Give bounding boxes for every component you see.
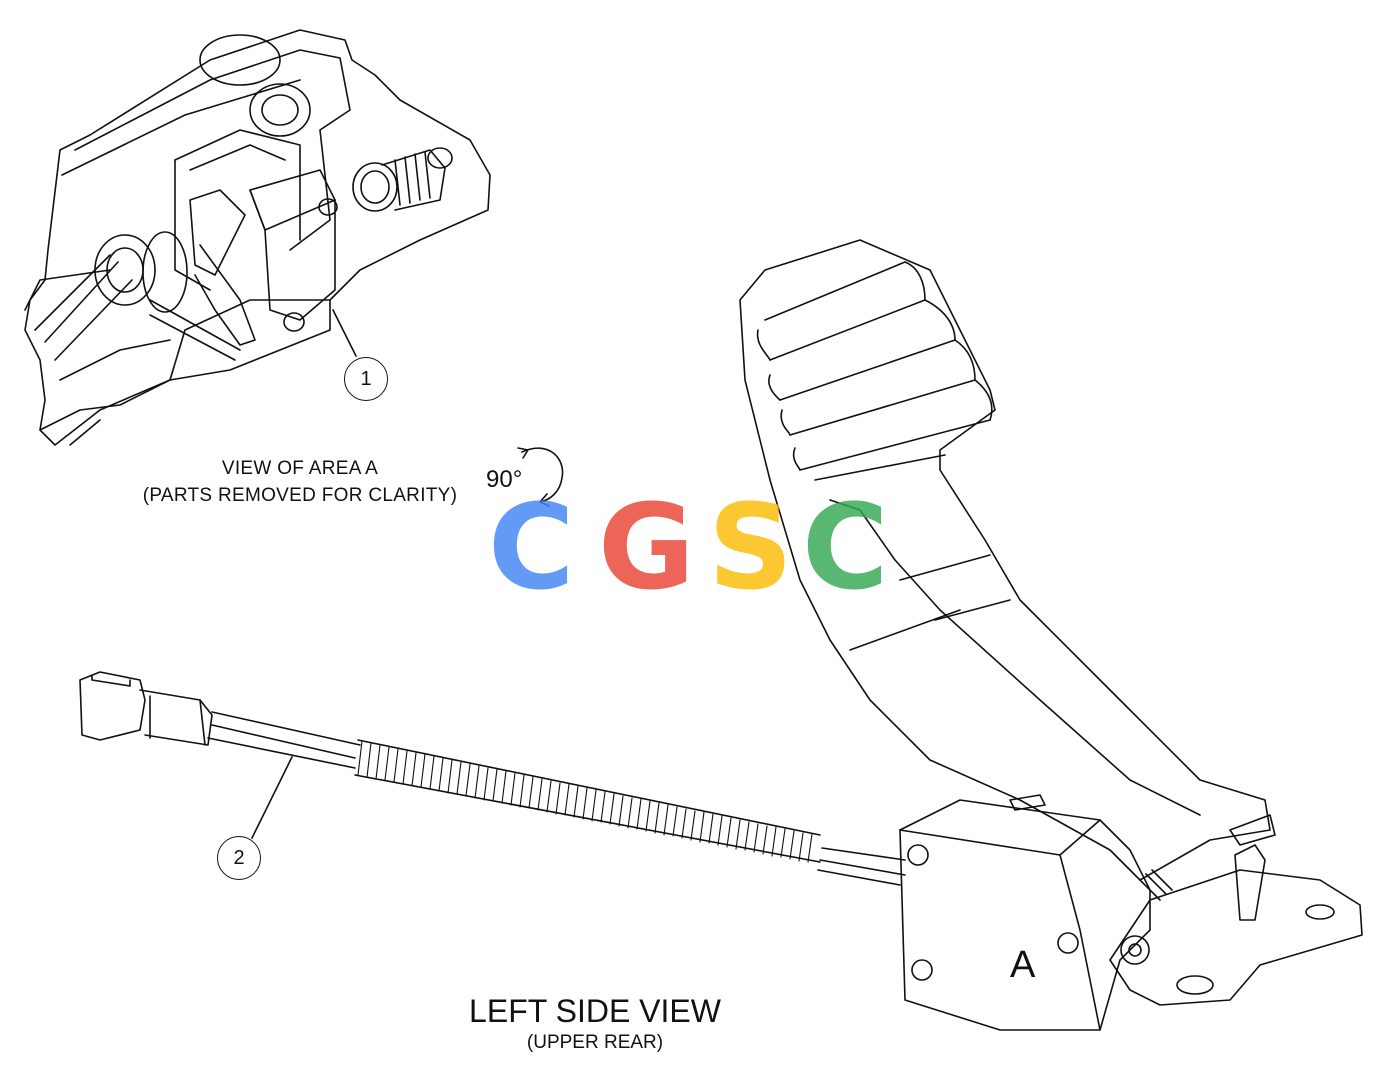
detail-view-assembly [24, 29, 491, 446]
detail-view-caption: VIEW OF AREA A (PARTS REMOVED FOR CLARIT… [60, 455, 540, 509]
callout-2: 2 [217, 836, 261, 880]
watermark-letter-c1: C [488, 478, 575, 616]
pedal-assembly [739, 239, 1363, 1031]
rotation-arrow-icon [517, 447, 564, 507]
main-view-title: LEFT SIDE VIEW [469, 993, 721, 1029]
watermark-letter-s: S [708, 478, 793, 616]
area-a-label: A [1010, 944, 1036, 986]
callout-1-number: 1 [360, 367, 372, 390]
watermark-letter-g: G [598, 478, 695, 616]
main-view-subtitle: (UPPER REAR) [526, 1032, 664, 1053]
detail-caption-line1: VIEW OF AREA A [221, 458, 379, 479]
callout-2-number: 2 [233, 846, 245, 869]
rotation-label: 90° [486, 466, 523, 493]
watermark-letter-c2: C [802, 478, 889, 616]
wire-harness [79, 671, 906, 886]
detail-caption-line2: (PARTS REMOVED FOR CLARITY) [142, 485, 458, 506]
callout-1: 1 [344, 357, 388, 401]
